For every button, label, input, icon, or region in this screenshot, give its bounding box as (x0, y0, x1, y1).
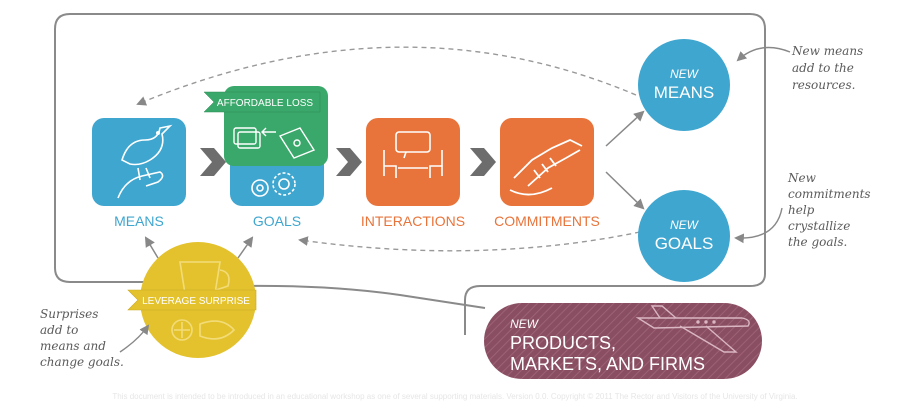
svg-text:help: help (788, 203, 815, 217)
new-means-prefix: NEW (670, 67, 700, 81)
svg-text:add to: add to (40, 323, 78, 337)
svg-text:resources.: resources. (792, 78, 855, 92)
note-surprises-arrow (119, 324, 150, 353)
products-banner (484, 303, 762, 379)
bird-in-hand-icon (117, 124, 173, 199)
commitments-box (500, 118, 594, 206)
process-frame-left (54, 13, 150, 283)
meeting-chairs-icon (383, 131, 443, 178)
commitments-to-new-goals-arrow (605, 171, 645, 210)
svg-text:New means: New means (791, 44, 863, 58)
process-frame (70, 13, 766, 335)
means-box (92, 118, 186, 206)
commitments-to-new-means-arrow (605, 110, 645, 147)
note-new-means-arrow (736, 46, 791, 62)
svg-text:means and: means and (40, 339, 106, 353)
handshake-icon (509, 139, 583, 196)
interactions-box (366, 118, 460, 206)
chevron-right-icon (336, 148, 362, 176)
goals-label: GOALS (253, 213, 301, 229)
leverage-surprise-label: LEVERAGE SURPRISE (142, 296, 250, 307)
products-line1: PRODUCTS, (510, 333, 616, 353)
new-means-label: MEANS (654, 83, 714, 102)
affordable-loss-banner (203, 91, 321, 113)
surprise-to-means-arrow (144, 236, 159, 259)
note-new-means: New means add to the resources. (736, 44, 863, 92)
new-goals-label: GOALS (655, 234, 714, 253)
svg-text:New: New (787, 171, 817, 185)
svg-text:change goals.: change goals. (40, 355, 124, 369)
copyright-footer: This document is intended to be introduc… (112, 392, 798, 401)
chevron-right-icon (200, 148, 226, 176)
svg-text:crystallize: crystallize (788, 219, 850, 233)
money-exchange-icon (233, 127, 316, 159)
products-prefix: NEW (510, 317, 540, 331)
gears-icon (251, 172, 296, 197)
svg-text:commitments: commitments (788, 187, 871, 201)
airplane-icon (635, 305, 750, 353)
svg-text:add to the: add to the (792, 61, 854, 75)
svg-text:Surprises: Surprises (40, 307, 98, 321)
surprise-to-products-line (244, 284, 486, 309)
affordable-loss-label: AFFORDABLE LOSS (217, 98, 313, 109)
new-goals-prefix: NEW (670, 218, 700, 232)
note-surprises: Surprises add to means and change goals. (40, 307, 150, 369)
commitments-label: COMMITMENTS (494, 213, 600, 229)
chevron-right-icon (470, 148, 496, 176)
interactions-label: INTERACTIONS (361, 213, 465, 229)
products-line2: MARKETS, AND FIRMS (510, 354, 705, 374)
means-label: MEANS (114, 213, 164, 229)
note-new-commitments: New commitments help crystallize the goa… (734, 171, 871, 249)
surprise-to-goals-arrow (237, 236, 254, 259)
svg-text:the goals.: the goals. (788, 235, 847, 249)
new-goals-circle (638, 190, 730, 282)
note-new-commitments-arrow (734, 207, 783, 244)
new-goals-feedback-arrow (298, 231, 641, 252)
new-means-circle (638, 39, 730, 131)
leverage-surprise-banner (127, 289, 257, 311)
new-means-feedback-arrow (136, 46, 637, 106)
